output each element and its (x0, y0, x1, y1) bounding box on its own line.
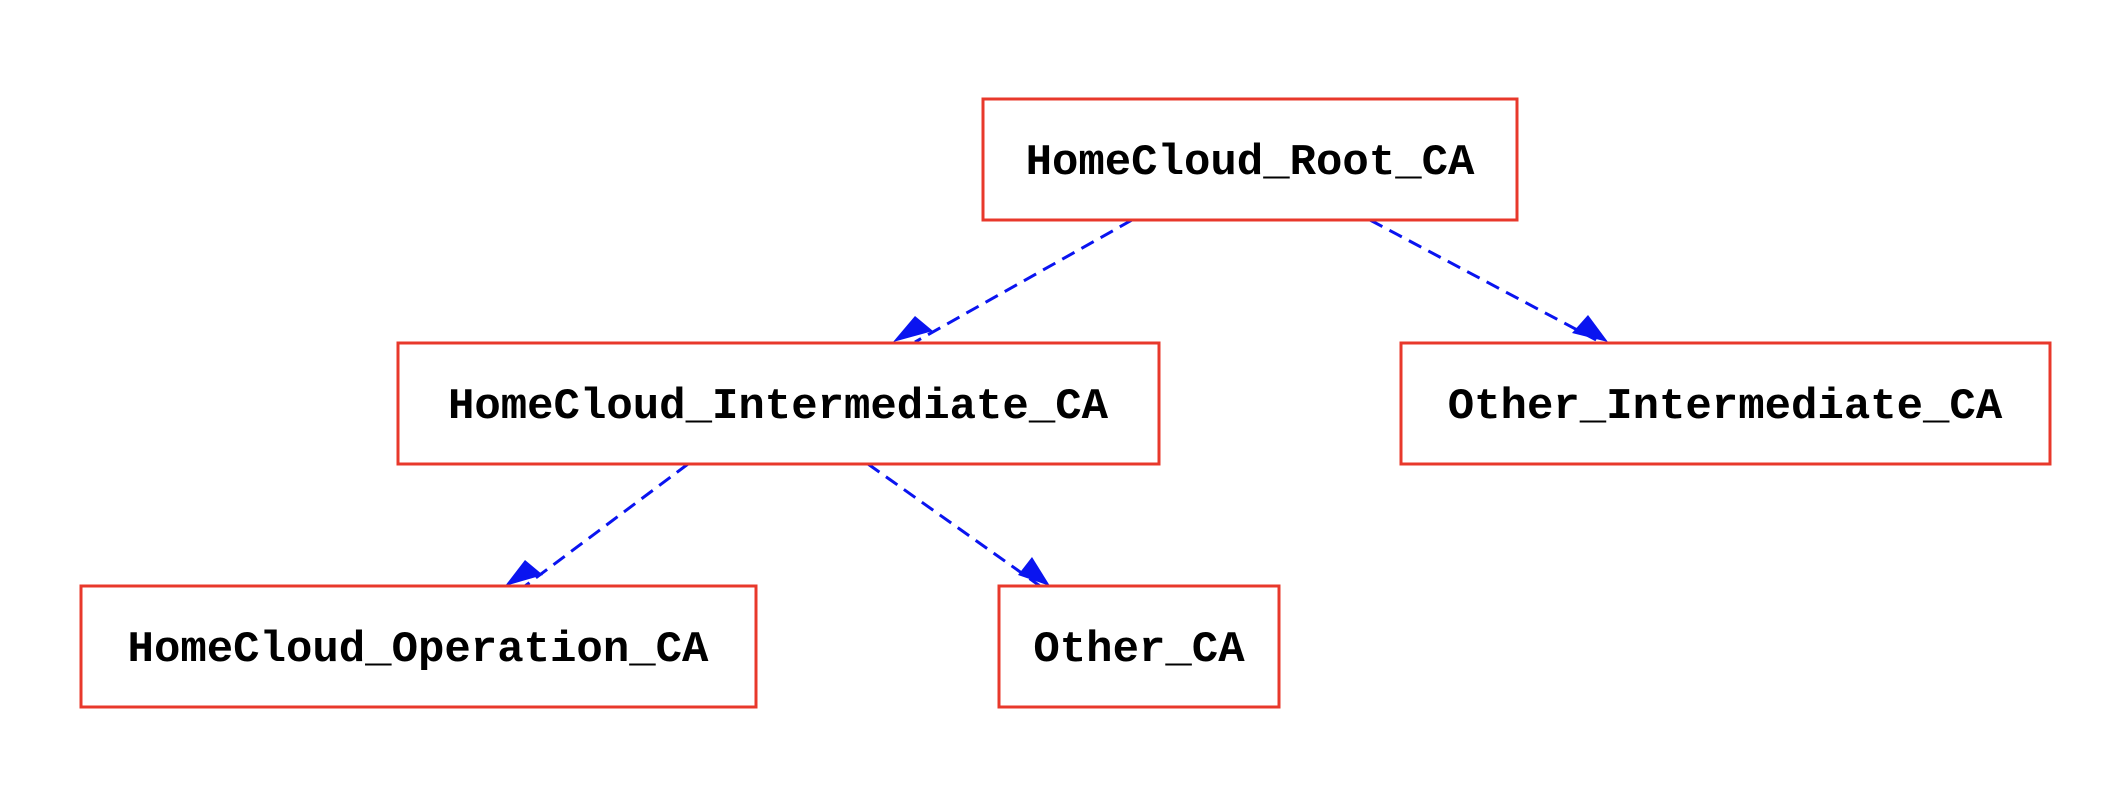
arrowhead-homecloud-intermediate-to-operation (505, 560, 543, 586)
edge-homecloud-intermediate-to-operation (524, 462, 689, 588)
node-box (1399, 341, 2052, 466)
node-other-ca: Other_CA (997, 584, 1281, 709)
node-homecloud-operation-ca: HomeCloud_Operation_CA (79, 584, 758, 709)
node-label: HomeCloud_Operation_CA (128, 625, 709, 675)
arrowhead-root-to-homecloud-intermediate (893, 316, 933, 342)
edge-root-to-other-intermediate (1369, 218, 1601, 344)
node-box (997, 584, 1281, 709)
edges-group (505, 218, 1608, 588)
arrowhead-root-to-other-intermediate (1572, 315, 1608, 342)
node-label: HomeCloud_Intermediate_CA (448, 382, 1109, 432)
node-homecloud-intermediate-ca: HomeCloud_Intermediate_CA (396, 341, 1161, 466)
node-homecloud-root-ca: HomeCloud_Root_CA (981, 97, 1519, 222)
edge-root-to-homecloud-intermediate (914, 218, 1133, 344)
node-box (981, 97, 1519, 222)
node-box (79, 584, 758, 709)
node-other-intermediate-ca: Other_Intermediate_CA (1399, 341, 2052, 466)
node-label: HomeCloud_Root_CA (1026, 138, 1475, 188)
node-label: Other_Intermediate_CA (1448, 382, 2003, 432)
node-box (396, 341, 1161, 466)
arrowhead-homecloud-intermediate-to-other-ca (1018, 557, 1050, 586)
edge-homecloud-intermediate-to-other-ca (867, 462, 1041, 588)
node-label: Other_CA (1033, 625, 1245, 675)
